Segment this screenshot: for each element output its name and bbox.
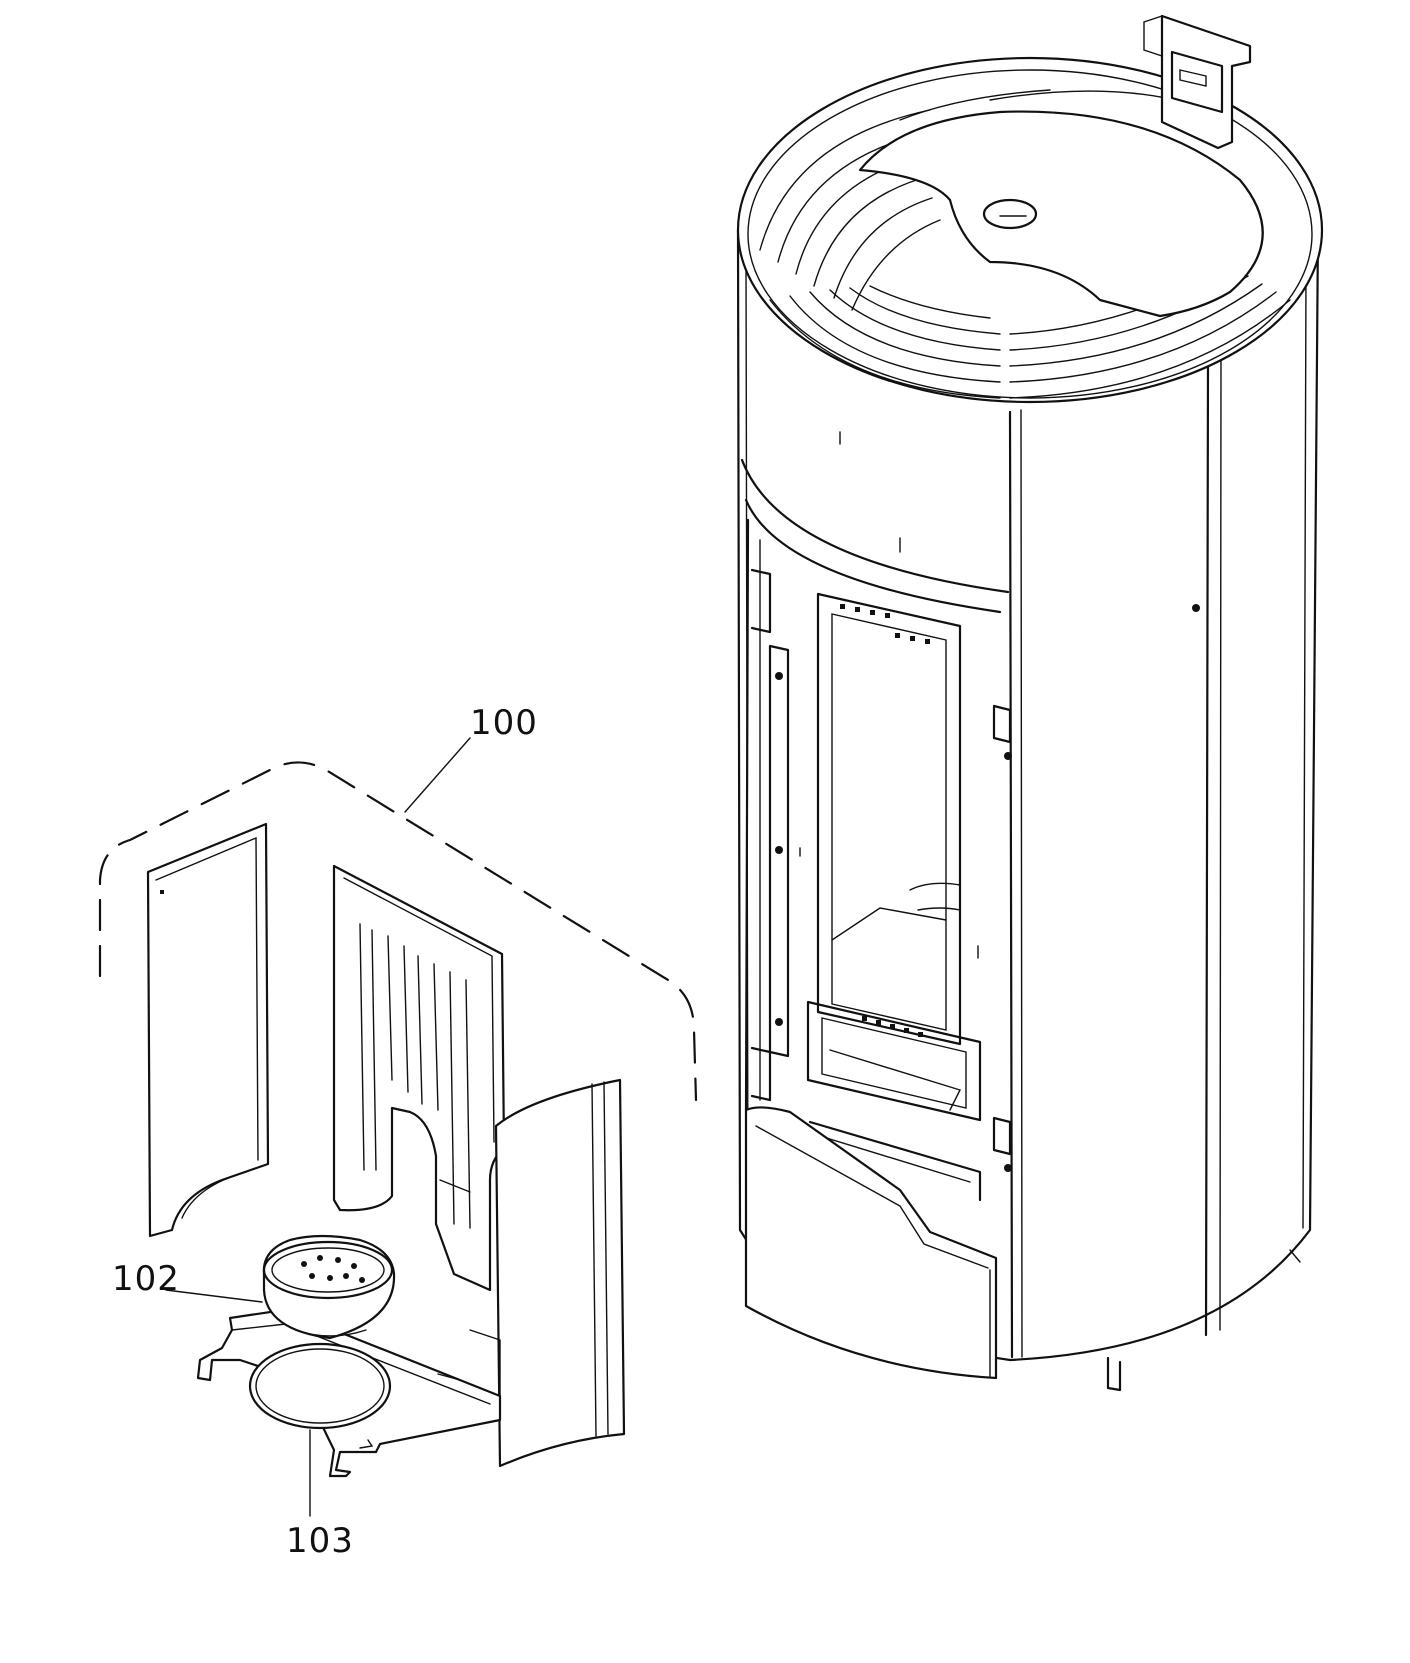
front-door (744, 518, 1200, 1380)
callout-100: 100 (470, 703, 538, 743)
gasket-ring (248, 1342, 392, 1517)
callout-102: 102 (112, 1259, 180, 1299)
flue-bracket (1143, 14, 1252, 150)
top-grille (736, 56, 1324, 404)
callout-103: 103 (286, 1521, 354, 1561)
stove-body (736, 14, 1324, 1392)
liner-panels (146, 822, 626, 1478)
burner-pot (165, 1234, 396, 1340)
liner-set-outline (98, 737, 698, 1102)
